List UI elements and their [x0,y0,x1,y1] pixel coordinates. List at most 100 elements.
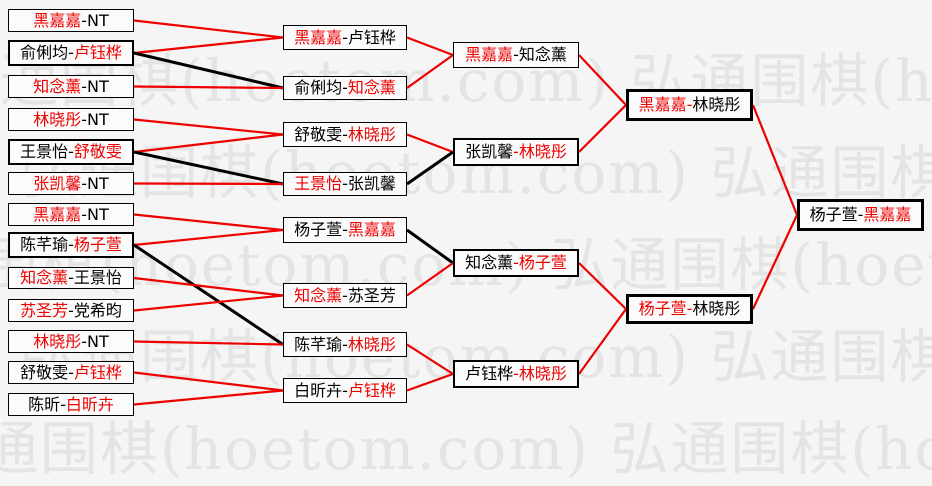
bracket-line-b11-c7 [133,340,284,346]
bracket-line-b9-c6 [133,276,284,297]
match-box-d4[interactable]: 卢钰桦-林晓彤 [453,360,579,388]
separator: - [513,45,519,64]
match-box-b10[interactable]: 苏圣芳-党希昀 [8,299,134,322]
match-box-b9[interactable]: 知念薰-王景怡 [8,267,134,289]
bracket-line-e2-f1 [752,214,798,310]
match-box-c5[interactable]: 杨子萱-黑嘉嘉 [283,217,407,243]
match-box-f1[interactable]: 杨子萱-黑嘉嘉 [797,199,924,231]
match-box-d1[interactable]: 黑嘉嘉-知念薰 [453,42,579,68]
player-name: 卢钰桦 [347,27,396,47]
bracket-line-b6-c4 [133,182,284,186]
bracket-line-b5-c4 [133,150,284,186]
player-name: 林晓彤 [692,95,741,114]
separator: - [81,173,88,193]
player-name: 林晓彤 [518,142,567,161]
bracket-lines-layer [133,19,799,406]
player-name: 张凯馨 [33,173,82,193]
separator: - [686,95,693,114]
match-box-d3[interactable]: 知念薰-杨子萱 [453,249,579,277]
match-box-b5[interactable]: 王景怡-舒敬雯 [8,139,134,165]
match-box-b3[interactable]: 知念薰-NT [8,75,134,98]
match-box-b8[interactable]: 陈芊瑜-杨子萱 [8,232,134,258]
separator: - [342,78,348,97]
player-name: 俞俐均 [20,43,69,62]
match-box-c4[interactable]: 王景怡-张凯馨 [283,172,407,196]
match-box-c1[interactable]: 黑嘉嘉-卢钰桦 [283,25,407,50]
bracket-line-d2-e1 [578,104,627,153]
separator: - [68,142,74,161]
player-name: 舒敬雯 [294,124,343,144]
player-name: 张凯馨 [465,142,514,161]
bracket-line-d1-e1 [578,54,627,106]
player-name: 知念薰 [465,253,514,272]
match-box-b6[interactable]: 张凯馨-NT [8,172,134,195]
player-name: 黑嘉嘉 [347,220,396,239]
bracket-line-b2-c2 [133,51,284,90]
bracket-line-b7-c5 [133,213,284,232]
player-name: 知念薰 [33,76,82,96]
separator: - [81,109,88,129]
match-box-e2[interactable]: 杨子萱-林晓彤 [626,294,753,324]
player-name: 杨子萱 [638,299,687,318]
match-box-c3[interactable]: 舒敬雯-林晓彤 [283,122,407,147]
player-name: NT [87,204,109,224]
player-name: 黑嘉嘉 [33,10,82,30]
player-name: 白昕卉 [294,380,343,400]
player-name: 黑嘉嘉 [294,27,343,47]
bracket-line-c2-d1 [406,54,454,89]
player-name: 陈芊瑜 [294,334,343,354]
bracket-line-b5-c3 [133,133,284,154]
separator: - [81,10,88,30]
bracket-line-b13-c8 [133,389,284,406]
match-box-b12[interactable]: 舒敬雯-卢钰桦 [8,361,134,384]
player-name: 苏圣芳 [20,300,69,320]
player-name: 杨子萱 [809,205,858,224]
separator: - [342,27,348,47]
match-box-e1[interactable]: 黑嘉嘉-林晓彤 [626,89,753,121]
player-name: 卢钰桦 [465,364,514,383]
bracket-line-c1-d1 [406,36,454,57]
match-box-d2[interactable]: 张凯馨-林晓彤 [453,138,579,166]
bracket-line-d4-e2 [578,308,627,375]
player-name: 舒敬雯 [73,142,122,161]
match-box-c8[interactable]: 白昕卉-卢钰桦 [283,378,407,403]
separator: - [857,205,864,224]
bracket-line-d3-e2 [578,262,627,310]
player-name: 陈昕 [28,394,61,414]
separator: - [513,142,519,161]
player-name: 知念薰 [347,78,396,97]
match-box-b11[interactable]: 林晓彤-NT [8,330,134,353]
player-name: 林晓彤 [692,299,741,318]
separator: - [68,362,74,382]
match-box-c6[interactable]: 知念薰-苏圣芳 [283,283,407,308]
match-box-b13[interactable]: 陈昕-白昕卉 [8,393,134,416]
player-name: 林晓彤 [347,334,396,354]
match-box-b4[interactable]: 林晓彤-NT [8,108,134,131]
player-name: 白昕卉 [65,394,114,414]
player-name: 林晓彤 [33,331,82,351]
player-name: 杨子萱 [73,235,122,254]
match-box-b2[interactable]: 俞俐均-卢钰桦 [8,40,134,66]
separator: - [68,268,74,287]
bracket-line-b2-c1 [133,36,284,55]
bracket-line-c6-d3 [406,262,454,297]
bracket-line-c4-d2 [406,150,454,186]
bracket-line-e1-f1 [751,104,799,216]
separator: - [342,174,348,193]
bracket-line-c3-d2 [406,133,454,154]
match-box-b7[interactable]: 黑嘉嘉-NT [8,203,134,226]
match-box-b1[interactable]: 黑嘉嘉-NT [8,9,134,32]
player-name: 苏圣芳 [347,285,396,305]
player-name: 党希昀 [73,300,122,320]
match-box-c7[interactable]: 陈芊瑜-林晓彤 [283,332,407,357]
separator: - [68,300,74,320]
player-name: 卢钰桦 [347,380,396,400]
player-name: 陈芊瑜 [20,235,69,254]
bracket-line-b12-c8 [133,371,284,392]
player-name: 黑嘉嘉 [465,45,514,64]
match-box-c2[interactable]: 俞俐均-知念薰 [283,76,407,100]
bracket-line-c8-d4 [406,372,454,392]
player-name: NT [87,76,109,96]
separator: - [342,124,348,144]
player-name: 林晓彤 [347,124,396,144]
